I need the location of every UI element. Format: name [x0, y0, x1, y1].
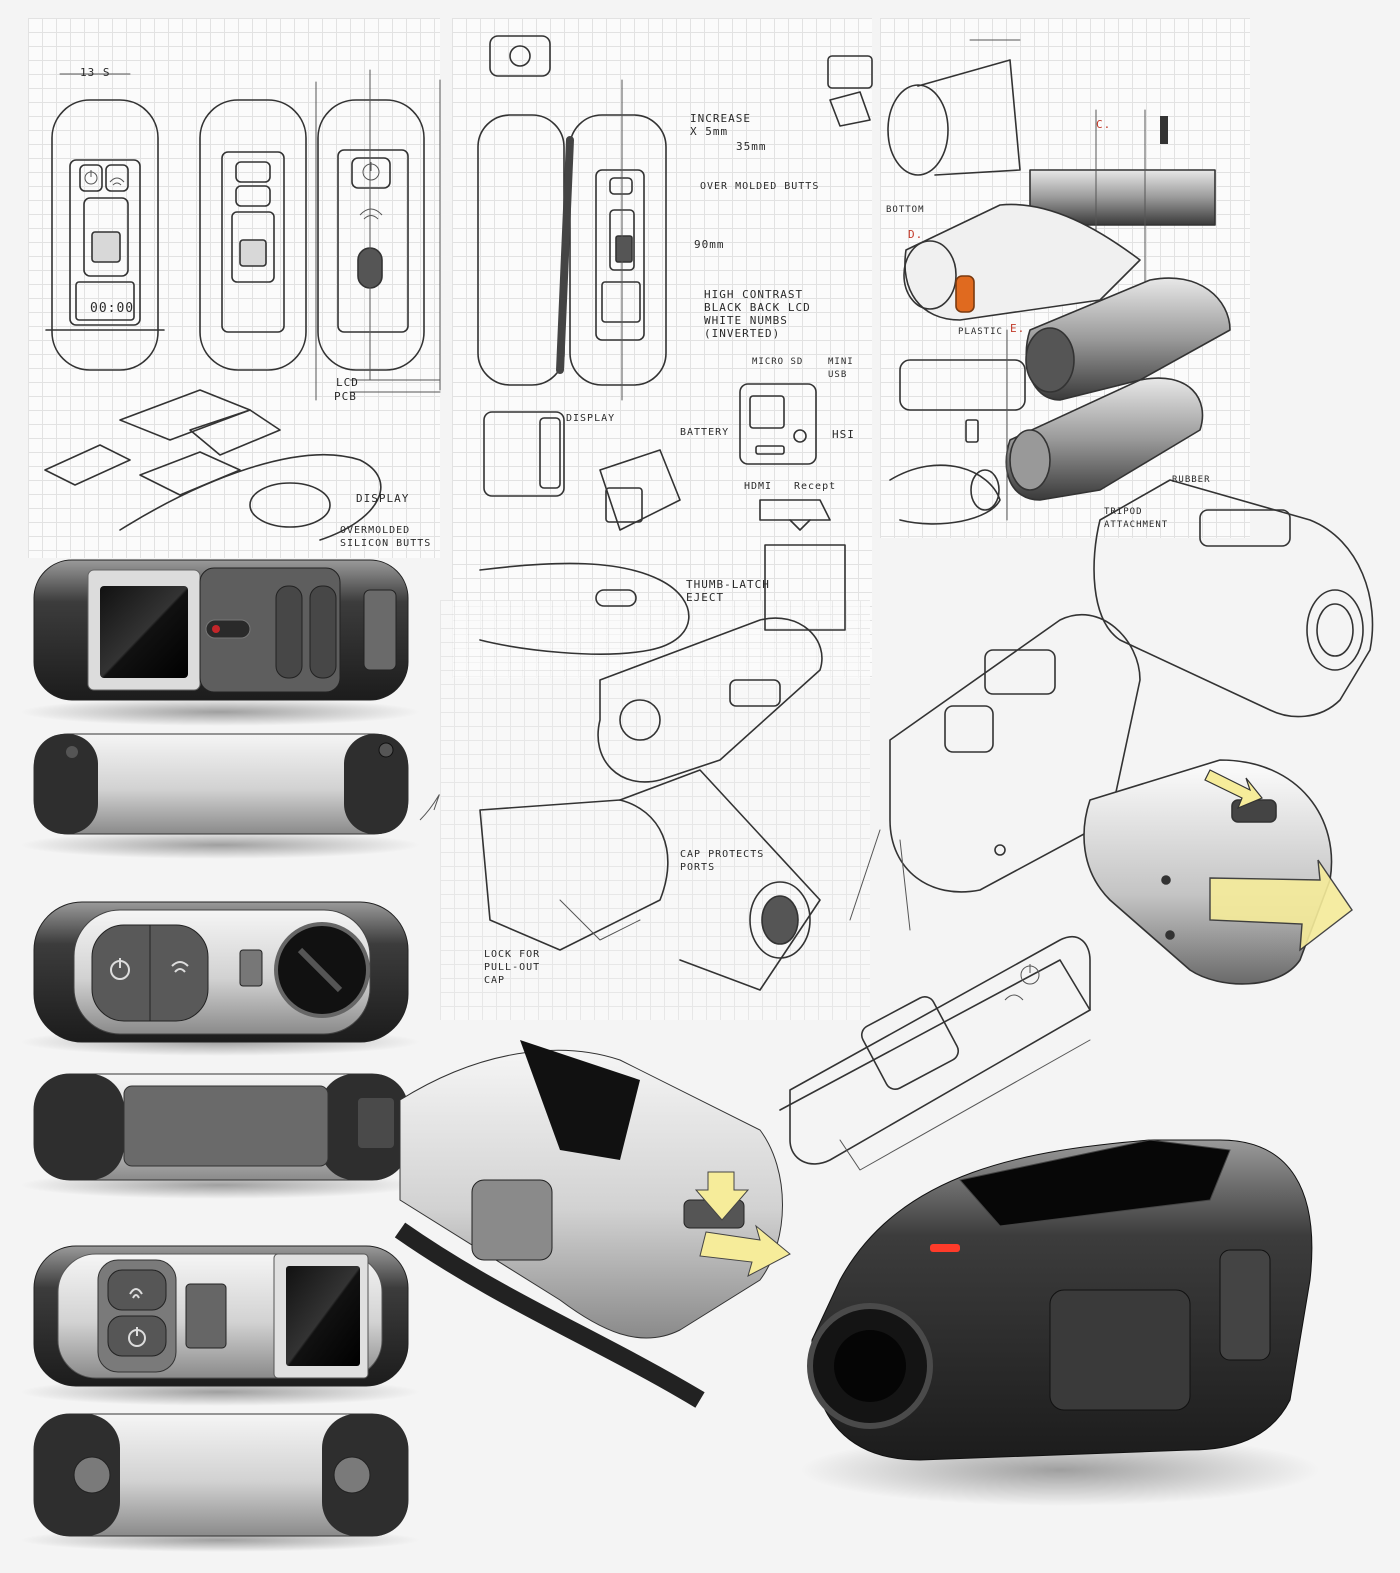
power-icon	[128, 1327, 146, 1347]
note-plastic: PLASTIC	[958, 327, 1003, 337]
render-view-front	[20, 901, 420, 1056]
note-clock: 00:00	[90, 301, 135, 316]
note-display: DISPLAY	[566, 413, 616, 424]
note-bottom: BOTTOM	[886, 205, 925, 215]
render-view-top	[20, 1073, 420, 1199]
note-display-small: DISPLAY	[356, 492, 410, 505]
power-icon	[110, 958, 130, 980]
note-mini-usb: MINI USB	[828, 357, 854, 380]
render-view-back	[20, 559, 420, 726]
note-lcd: HIGH CONTRAST BLACK BACK LCD WHITE NUMBS…	[704, 288, 811, 340]
note-battery: BATTERY	[680, 427, 730, 438]
arrow-icon	[1209, 859, 1353, 952]
note-thumb-latch: THUMB-LATCH EJECT	[686, 578, 770, 604]
note-hdmi: HDMI	[744, 481, 773, 492]
note-rubber: RUBBER	[1172, 475, 1211, 485]
note-label-e: E.	[1010, 322, 1026, 335]
note-overmolded: OVER MOLDED BUTTS	[700, 181, 820, 192]
grid-paper-middle	[452, 18, 872, 678]
note-tripod: TRIPOD ATTACHMENT	[1104, 507, 1169, 530]
note-label-c: C.	[1096, 118, 1112, 131]
note-increase: INCREASE X 5mm	[690, 112, 751, 138]
note-label-d: D.	[908, 228, 924, 241]
note-overmolded-small: OVERMOLDED SILICON BUTTS	[340, 525, 432, 549]
note-35mm: 35mm	[736, 140, 767, 153]
note-lcd-small: LCD	[336, 376, 359, 389]
render-cap-perspective	[394, 1040, 791, 1408]
note-pcb: PCB	[334, 390, 357, 403]
wifi-icon	[129, 1288, 143, 1299]
note-hsi: HSI	[832, 428, 855, 441]
render-view-bottom	[20, 1413, 420, 1552]
render-view-back-2	[20, 1245, 420, 1406]
render-view-side	[20, 733, 440, 859]
wifi-icon	[171, 961, 189, 973]
wifi-icon	[109, 177, 125, 186]
render-hero	[800, 1139, 1320, 1506]
note-cap-protects: CAP PROTECTS PORTS	[680, 849, 765, 873]
power-icon	[84, 170, 98, 185]
note-lock-for: LOCK FOR PULL-OUT CAP	[484, 949, 541, 986]
note-recept: Recept	[794, 481, 837, 492]
grid-paper-lower	[440, 600, 870, 1020]
note-90mm: 90mm	[694, 238, 725, 251]
note-dim: 13 S	[80, 66, 111, 79]
note-micro-sd: MICRO SD	[752, 357, 804, 367]
